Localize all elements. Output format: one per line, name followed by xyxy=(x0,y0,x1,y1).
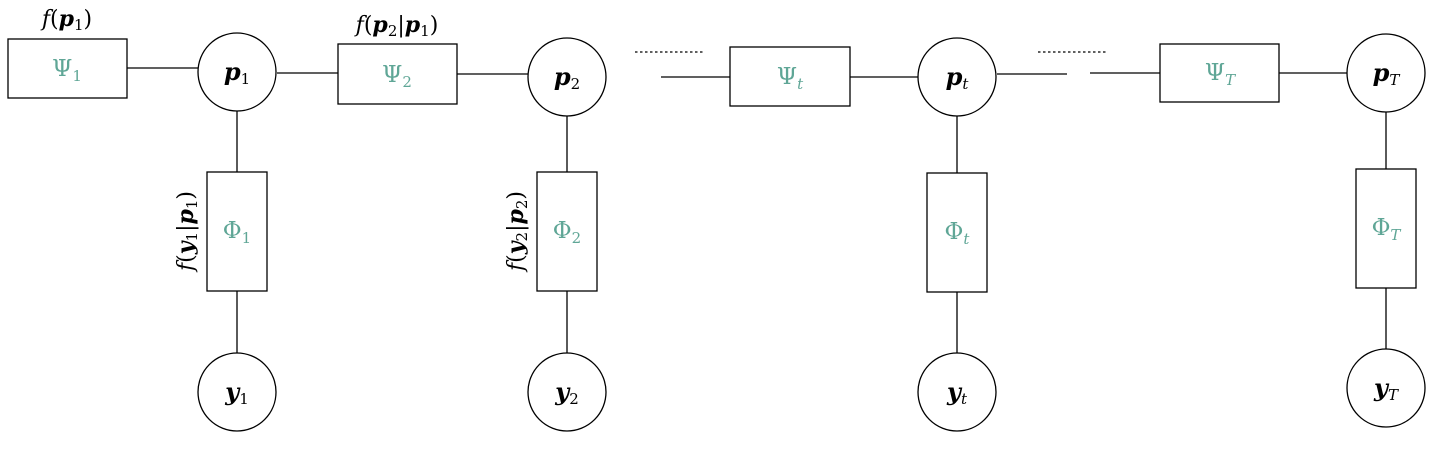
factor-box-psit xyxy=(729,46,851,107)
node-label-p2: p2 xyxy=(554,62,580,93)
node-circle-p2 xyxy=(527,37,607,117)
node-label-pT: pT xyxy=(1373,58,1401,89)
node-label-y1: y1 xyxy=(224,377,249,408)
factor-label-phit: Φt xyxy=(945,219,971,248)
node-circle-pT xyxy=(1346,33,1426,113)
node-circle-yT xyxy=(1346,348,1426,428)
node-circle-y1 xyxy=(197,352,277,432)
node-label-p1: p1 xyxy=(224,57,250,88)
edges xyxy=(127,67,1387,353)
annotation-f-y1-given-p1: f(y1|p1) xyxy=(173,191,201,273)
node-circle-p1 xyxy=(197,32,277,112)
factor-label-phiT: ΦT xyxy=(1372,215,1402,244)
factor-box-psi1 xyxy=(7,38,128,99)
factor-label-psi1: Ψ1 xyxy=(52,56,82,85)
annotation-f-y2-given-p2: f(y2|p2) xyxy=(503,191,531,273)
annotation-f-p2-given-p1: f(p2|p1) xyxy=(354,12,439,40)
factor-box-phi2 xyxy=(536,171,598,292)
node-label-y2: y2 xyxy=(554,377,579,408)
node-label-pt: pt xyxy=(946,62,970,93)
annotation-f-p1: f(p1) xyxy=(40,6,92,34)
factor-label-psit: Ψt xyxy=(777,64,804,93)
factor-label-phi1: Φ1 xyxy=(223,218,251,247)
factor-label-phi2: Φ2 xyxy=(553,218,581,247)
factor-box-psiT xyxy=(1159,43,1280,103)
node-label-yt: yt xyxy=(946,377,968,408)
factor-box-psi2 xyxy=(337,43,458,105)
node-label-yT: yT xyxy=(1373,373,1399,404)
node-circle-pt xyxy=(917,37,997,117)
factor-label-psiT: ΨT xyxy=(1205,60,1236,89)
factor-label-psi2: Ψ2 xyxy=(382,62,412,91)
factor-box-phit xyxy=(926,172,988,293)
node-circle-yt xyxy=(917,352,997,432)
node-circle-y2 xyxy=(527,352,607,432)
factor-box-phiT xyxy=(1355,168,1417,289)
factor-box-phi1 xyxy=(206,171,268,292)
